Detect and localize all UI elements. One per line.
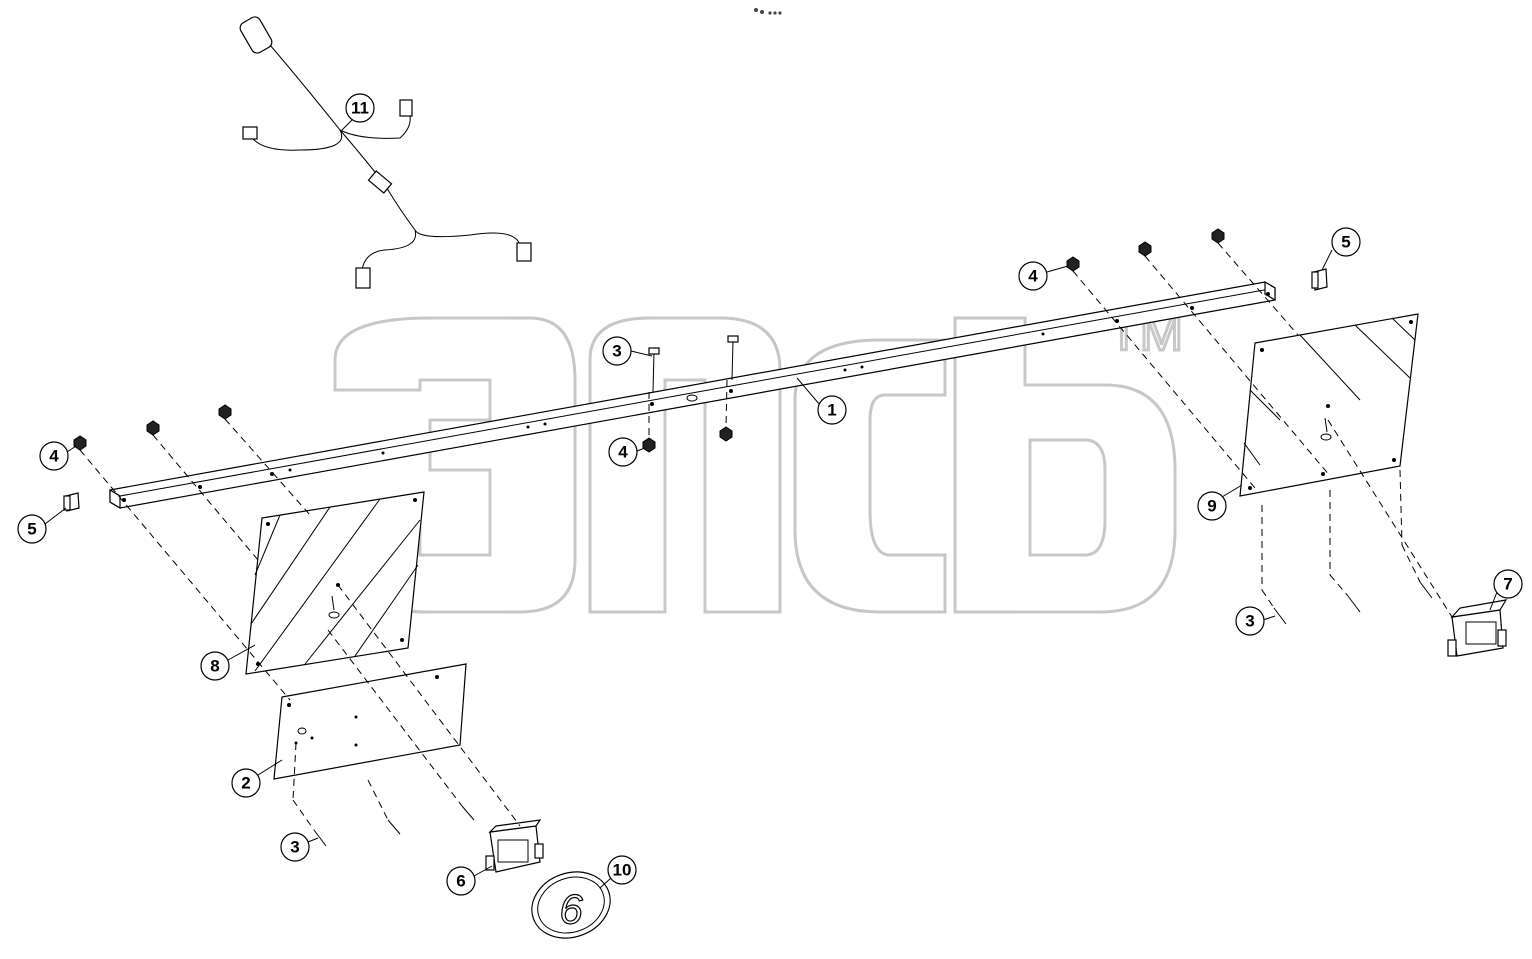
callout-10: 10: [599, 855, 637, 889]
callout-4-left: 4: [39, 441, 77, 471]
callout-3-bottom-left: 3: [280, 832, 319, 862]
svg-text:4: 4: [49, 447, 59, 466]
svg-text:4: 4: [618, 443, 628, 462]
svg-text:7: 7: [1503, 575, 1512, 594]
beam-part: [109, 280, 1276, 510]
svg-text:11: 11: [351, 99, 369, 118]
callout-5-right: 5: [1321, 227, 1361, 271]
svg-text:5: 5: [27, 520, 36, 539]
callout-7: 7: [1489, 569, 1523, 611]
svg-text:10: 10: [613, 861, 632, 880]
svg-text:8: 8: [210, 657, 219, 676]
svg-text:5: 5: [1341, 233, 1350, 252]
right-lamp-part: [1447, 599, 1508, 657]
callout-3-right: 3: [1235, 606, 1276, 636]
left-hatched-plate-part: [245, 491, 425, 675]
callout-4-right: 4: [1018, 261, 1069, 291]
callout-8: 8: [200, 644, 256, 681]
callout-3-top: 3: [602, 336, 653, 366]
bolts-part: [313, 335, 1433, 847]
right-hatched-plate-part: [1239, 313, 1419, 497]
callout-5-left: 5: [17, 507, 67, 544]
callout-6: 6: [446, 865, 493, 896]
license-bracket-part: [273, 663, 467, 780]
badge-number: 6: [559, 886, 583, 933]
svg-text:3: 3: [612, 342, 621, 361]
svg-text:4: 4: [1028, 267, 1038, 286]
callout-9: 9: [1197, 484, 1243, 521]
left-lamp-part: [485, 819, 544, 873]
callout-1: 1: [796, 377, 847, 425]
svg-text:3: 3: [1245, 612, 1254, 631]
callout-2: 2: [231, 759, 283, 798]
wiring-harness-part: [239, 16, 532, 289]
nuts-part: [73, 228, 1225, 453]
svg-text:1: 1: [827, 401, 836, 420]
svg-text:9: 9: [1207, 497, 1216, 516]
assembly-lines: [79, 242, 1453, 831]
number-badge-part: 6: [531, 871, 611, 939]
callouts: 1 2 3 3 3 4 4: [17, 93, 1523, 896]
callout-4-middle: 4: [608, 437, 646, 467]
top-mark: [754, 8, 782, 15]
callout-11: 11: [341, 93, 375, 131]
svg-text:2: 2: [241, 774, 250, 793]
svg-text:3: 3: [290, 838, 299, 857]
svg-text:6: 6: [456, 872, 465, 891]
watermark-logo: TM: [333, 303, 1185, 614]
